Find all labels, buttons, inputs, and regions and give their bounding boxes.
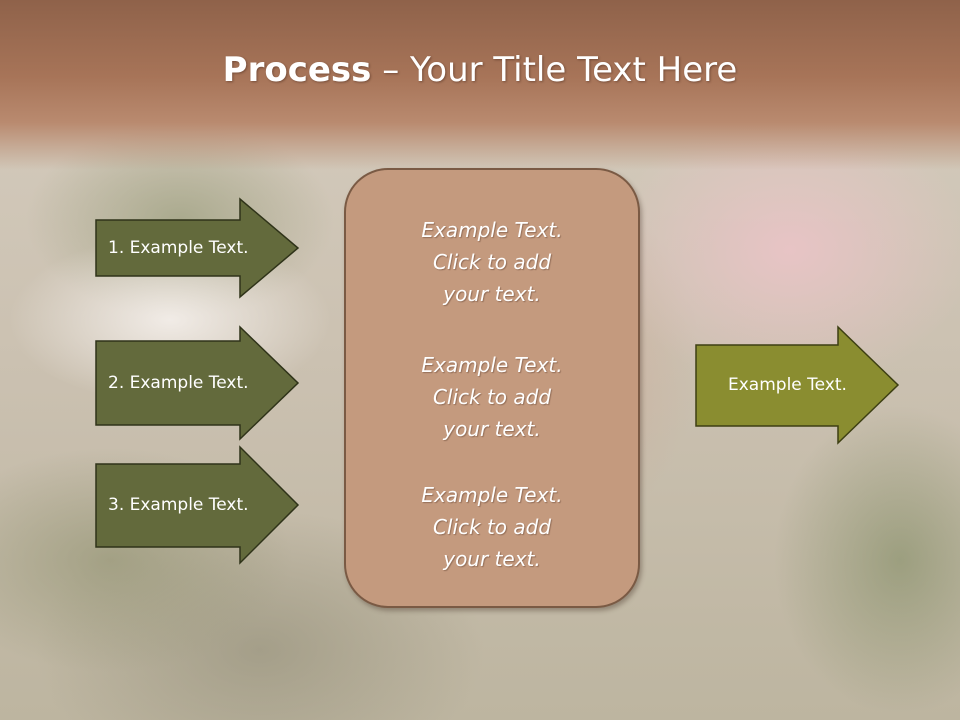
left-arrow-1: 1. Example Text. [95,197,300,299]
right-arrow-label: Example Text. [728,375,847,395]
title-dash: – [371,50,411,90]
slide-title: Process – Your Title Text Here [0,50,960,90]
arrow-shape-2 [95,325,300,441]
title-strong: Process [222,50,372,90]
left-arrow-label-3: 3. Example Text. [108,495,249,515]
center-box[interactable]: Example Text. Click to add your text. Ex… [344,168,640,608]
center-item-1[interactable]: Example Text. Click to add your text. [346,214,638,310]
right-arrow: Example Text. [695,325,900,445]
center-item-2-line-3: your text. [443,417,541,441]
arrow-shape-1 [95,197,300,299]
title-band [0,0,960,170]
center-item-2-line-2: Click to add [432,385,552,409]
center-item-3-line-1: Example Text. [421,483,563,507]
arrow-shape-3 [95,445,300,565]
title-rest: Your Title Text Here [410,50,738,90]
center-item-2[interactable]: Example Text. Click to add your text. [346,349,638,445]
center-item-3-line-3: your text. [443,547,541,571]
center-item-3[interactable]: Example Text. Click to add your text. [346,479,638,575]
left-arrow-label-2: 2. Example Text. [108,373,249,393]
left-arrow-2: 2. Example Text. [95,325,300,441]
left-arrow-label-1: 1. Example Text. [108,238,249,258]
center-item-1-line-1: Example Text. [421,218,563,242]
left-arrow-3: 3. Example Text. [95,445,300,565]
center-item-2-line-1: Example Text. [421,353,563,377]
right-arrow-shape [695,325,900,445]
center-item-1-line-2: Click to add [432,250,552,274]
center-item-3-line-2: Click to add [432,515,552,539]
center-item-1-line-3: your text. [443,282,541,306]
